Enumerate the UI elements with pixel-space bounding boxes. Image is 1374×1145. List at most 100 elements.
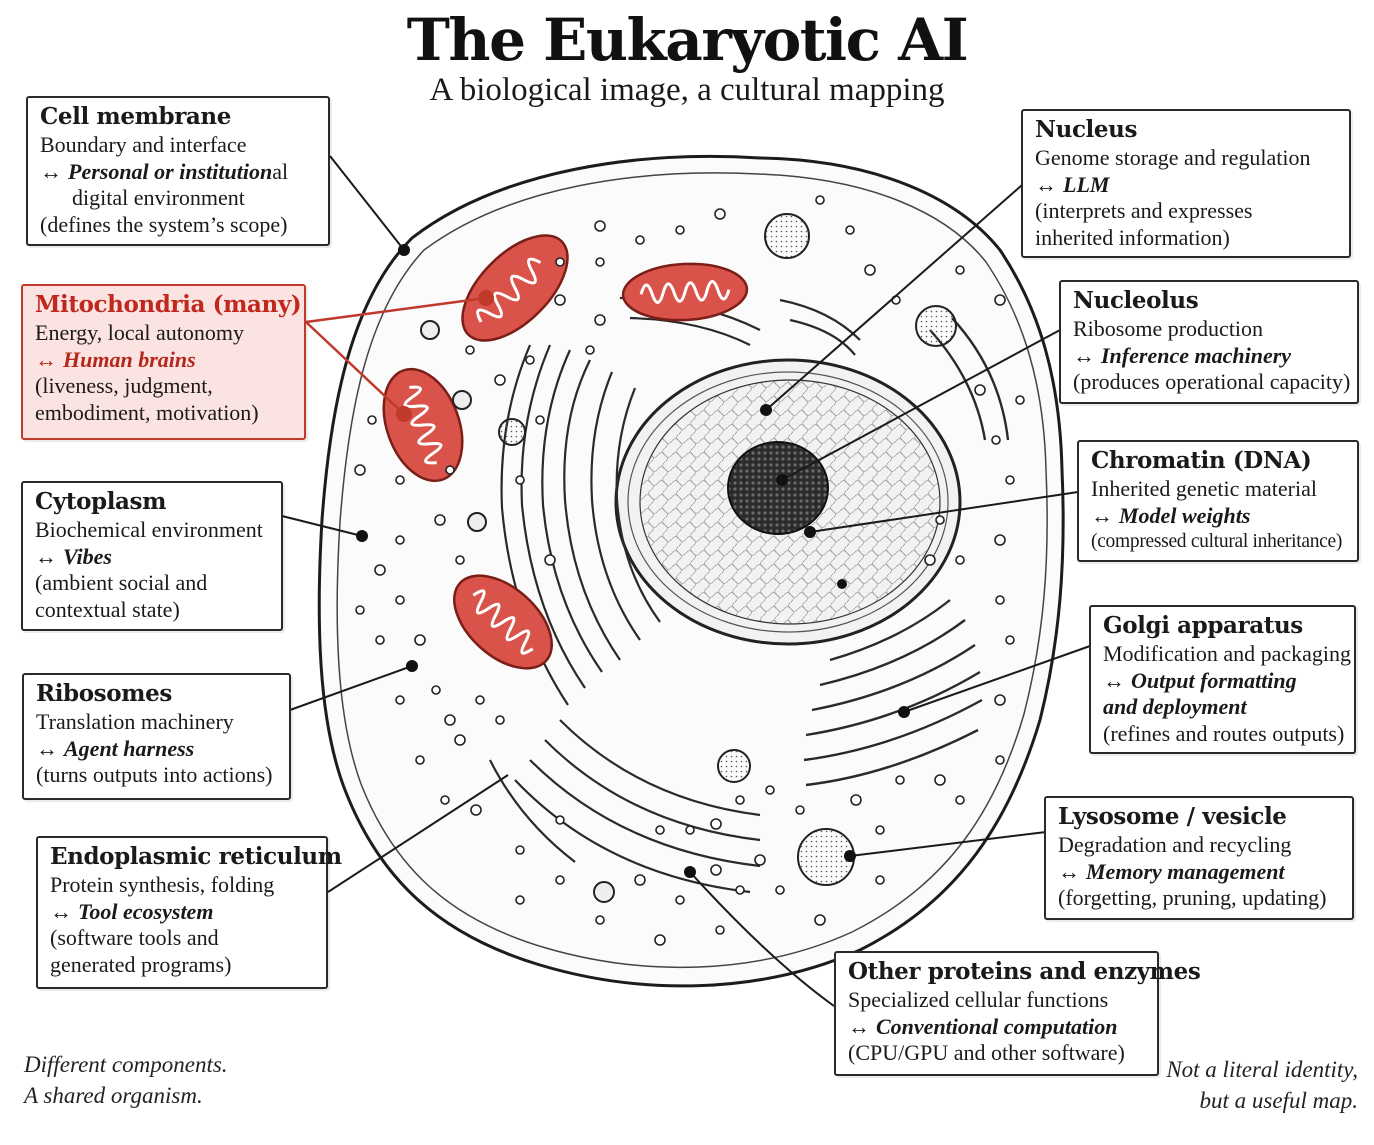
label-title: Chromatin (DNA) <box>1091 447 1312 474</box>
label-mapping: LLM <box>1063 171 1110 197</box>
ribosome-dot <box>595 915 605 925</box>
label-mapping: Agent harness <box>64 735 195 761</box>
ribosome-dot <box>655 825 665 835</box>
label-title: Endoplasmic reticulum <box>50 843 342 870</box>
label-note: (compressed cultural inheritance) <box>1091 531 1343 552</box>
ribosome-dot <box>675 225 685 235</box>
label-mapping: Personal or institution <box>68 158 273 184</box>
arrow-icon: ↔ <box>1035 171 1057 197</box>
ribosome-dot <box>374 564 386 576</box>
ribosome-dot <box>991 435 1001 445</box>
arrow-icon: ↔ <box>848 1013 870 1039</box>
label-mapping: Vibes <box>63 543 112 569</box>
ribosome-dot <box>555 257 565 267</box>
ribosome-dot <box>555 815 565 825</box>
ribosome-dot <box>585 345 595 355</box>
arrow-icon: ↔ <box>1073 342 1095 368</box>
ribosome-dot <box>710 818 722 830</box>
ribosome-dot <box>994 294 1006 306</box>
ribosome-dot <box>815 195 825 205</box>
label-role: Inherited genetic material <box>1091 476 1317 501</box>
ribosome-dot <box>525 355 535 365</box>
mito-leader-dot <box>396 406 412 422</box>
label-title: Mitochondria (many) <box>35 291 302 318</box>
label-endoplasmic-reticulum: Endoplasmic reticulum Protein synthesis,… <box>36 836 342 989</box>
ribosome-dot <box>554 294 566 306</box>
label-cytoplasm: Cytoplasm Biochemical environment ↔Vibes… <box>21 481 283 631</box>
label-note: (CPU/GPU and other software) <box>848 1040 1125 1065</box>
ribosome-dot <box>934 774 946 786</box>
label-note: (turns outputs into actions) <box>36 762 273 787</box>
mito-leader-dot <box>478 290 494 306</box>
label-mapping-suffix: al <box>272 158 289 184</box>
ribosome-dot <box>475 695 485 705</box>
ribosome-dot <box>994 694 1006 706</box>
label-role: Energy, local autonomy <box>35 320 244 345</box>
ribosome-dot <box>995 595 1005 605</box>
label-role: Biochemical environment <box>35 517 263 542</box>
label-role: Specialized cellular functions <box>848 987 1109 1012</box>
ribosome-dot <box>654 934 666 946</box>
arrow-icon: ↔ <box>50 898 72 924</box>
ribosome-dot <box>465 345 475 355</box>
ribosome-dot <box>544 554 556 566</box>
arrow-icon: ↔ <box>36 735 58 761</box>
arrow-icon: ↔ <box>1103 667 1125 693</box>
footnote-left-line2: A shared organism. <box>24 1083 203 1108</box>
ribosome-dot <box>595 257 605 267</box>
ribosome-dot <box>714 208 726 220</box>
ribosome-dot <box>754 854 766 866</box>
page-subtitle: A biological image, a cultural mapping <box>429 72 945 108</box>
nucleolus <box>727 441 829 535</box>
page-title: The Eukaryotic AI <box>406 6 969 74</box>
mitochondrion <box>382 367 464 483</box>
label-mapping-line2: digital environment <box>72 185 245 210</box>
label-nucleolus: Nucleolus Ribosome production ↔Inference… <box>1059 280 1359 404</box>
label-note-2: inherited information) <box>1035 224 1230 250</box>
ribosome-dot <box>634 874 646 886</box>
ribosome-dot <box>935 515 945 525</box>
ribosome-dot <box>955 555 965 565</box>
ribosome-dot <box>924 554 936 566</box>
label-title: Lysosome / vesicle <box>1058 803 1287 830</box>
ribosome-dot <box>395 695 405 705</box>
ribosome-dot <box>415 755 425 765</box>
label-note-1: (software tools and <box>50 925 219 950</box>
label-mapping: Inference machinery <box>1101 342 1292 368</box>
label-note-1: (ambient social and <box>35 570 208 595</box>
ribosome-dot <box>1005 635 1015 645</box>
arrow-icon: ↔ <box>1058 858 1080 884</box>
vesicles <box>420 213 957 903</box>
ribosome-dot <box>955 265 965 275</box>
label-ribosomes: Ribosomes Translation machinery ↔Agent h… <box>22 673 291 800</box>
ribosome-dot <box>494 374 506 386</box>
label-role: Boundary and interface <box>40 132 247 157</box>
ribosome-dot <box>765 785 775 795</box>
mitochondrion <box>461 234 569 342</box>
ribosome-dot <box>875 875 885 885</box>
ribosome-dot <box>895 775 905 785</box>
mitochondria-group <box>382 234 749 670</box>
arrow-icon: ↔ <box>35 543 57 569</box>
label-note: (forgetting, pruning, updating) <box>1058 885 1327 910</box>
label-role: Degradation and recycling <box>1058 832 1292 857</box>
arrow-icon: ↔ <box>1091 502 1113 528</box>
label-role: Genome storage and regulation <box>1035 145 1311 170</box>
label-note-2: embodiment, motivation) <box>35 399 259 425</box>
ribosome-dot <box>995 755 1005 765</box>
ribosome-dot <box>444 714 456 726</box>
ribosome-dot <box>710 864 722 876</box>
ribosome-dot <box>814 914 826 926</box>
label-note: (refines and routes outputs) <box>1103 720 1345 746</box>
ribosome-dot <box>635 235 645 245</box>
label-nucleus: Nucleus Genome storage and regulation ↔L… <box>1021 109 1351 258</box>
ribosome-dot <box>594 314 606 326</box>
ribosome-dot <box>594 220 606 232</box>
ribosome-dot <box>1015 395 1025 405</box>
label-mitochondria: Mitochondria (many) Energy, local autono… <box>21 284 306 440</box>
label-mapping: Model weights <box>1119 502 1251 528</box>
footnote-left-line1: Different components. <box>24 1052 228 1077</box>
arrow-icon: ↔ <box>35 346 57 372</box>
nucleus <box>614 358 962 646</box>
